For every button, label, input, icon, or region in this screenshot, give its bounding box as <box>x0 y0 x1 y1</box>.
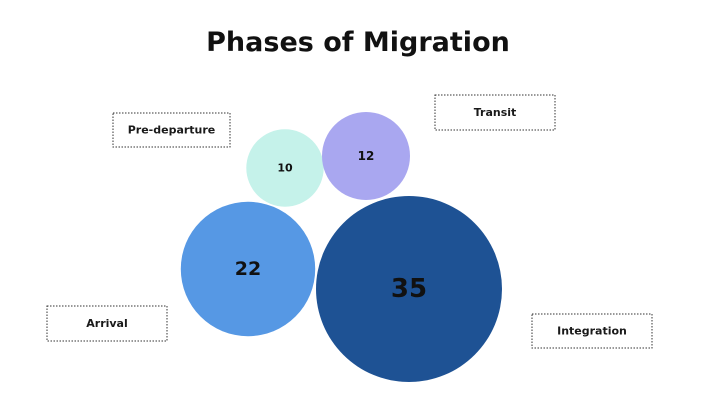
bubble-integration <box>316 196 502 382</box>
label-box-pre-departure <box>112 112 231 148</box>
label-integration: Integration <box>557 325 627 338</box>
label-box-arrival <box>46 305 168 342</box>
chart-title: Phases of Migration <box>206 27 510 58</box>
bubble-value-transit: 12 <box>358 149 375 163</box>
bubble-transit <box>322 112 410 200</box>
label-box-transit <box>434 94 556 131</box>
bubble-value-pre-departure: 10 <box>277 162 293 175</box>
bubble-pre-departure <box>246 129 324 207</box>
label-transit: Transit <box>474 106 517 119</box>
bubble-arrival <box>180 201 316 337</box>
bubbles-group: 10 12 22 35 <box>180 112 502 382</box>
label-arrival: Arrival <box>86 317 128 330</box>
bubble-value-integration: 35 <box>391 274 427 304</box>
label-pre-departure: Pre-departure <box>128 124 216 137</box>
label-box-integration <box>531 313 653 349</box>
bubble-value-arrival: 22 <box>235 258 261 280</box>
